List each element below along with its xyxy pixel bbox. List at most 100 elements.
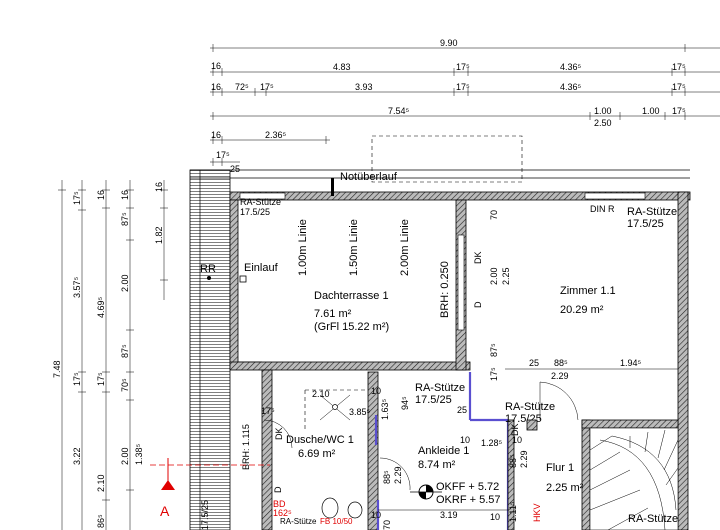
terrace-name: Dachterrasse 1	[314, 290, 389, 302]
door-swing-flur	[539, 381, 579, 421]
notueberlauf-label: Notüberlauf	[340, 171, 398, 183]
section-a-label: A	[160, 503, 170, 519]
partition-bath	[367, 371, 379, 530]
dim-b-163: 1.63⁵	[380, 398, 390, 420]
einlauf-label: Einlauf	[244, 262, 279, 274]
ra-stuetze-7-size: 17.5/25	[200, 500, 210, 530]
dim-top-3-3: 3.93	[355, 82, 373, 92]
dusche-name: Dusche/WC 1	[286, 434, 354, 446]
terrace-gross: (GrFl 15.22 m²)	[314, 321, 389, 333]
ra-stuetze-4-post	[526, 419, 538, 431]
dim-top-5-0: 16	[211, 130, 221, 140]
okrf-level: OKRF + 5.57	[436, 494, 501, 506]
dim-left-4-2: 2.00	[120, 274, 130, 292]
dim-z-875: 87⁵	[489, 343, 499, 357]
flur-name: Flur 1	[546, 462, 574, 474]
linie-200-label: 2.00m Linie	[399, 219, 411, 276]
ra-stuetze-3-size: 17.5/25	[415, 394, 452, 406]
dim-left-4-5: 2.00	[120, 447, 130, 465]
dim-left-4-0: 16	[120, 190, 130, 200]
dim-top-2-1: 4.83	[333, 62, 351, 72]
dim-left-3-4: 86⁵	[96, 514, 106, 528]
dim-left-2-0: 17⁵	[72, 191, 82, 205]
dim-z-175: 17⁵	[489, 367, 499, 381]
dim-left-3-0: 16	[96, 190, 106, 200]
okff-level: OKFF + 5.72	[436, 481, 499, 493]
dim-a-885: 88⁵	[508, 454, 518, 468]
linie-150-label: 1.50m Linie	[348, 219, 360, 276]
dim-a-319: 3.19	[440, 510, 458, 520]
ra-stuetze-5-label: RA-Stütze	[628, 513, 678, 525]
dim-a-25: 25	[457, 405, 467, 415]
dim-a-10e: 10	[490, 512, 500, 522]
ra-stuetze-2-label: RA-Stütze	[627, 206, 677, 218]
dim-left-5-0: 16	[154, 182, 164, 192]
staircase	[589, 427, 679, 530]
hkv-label: HKV	[532, 503, 542, 522]
fb-note: FB 10/50	[320, 517, 353, 526]
dim-a-229: 2.29	[519, 450, 529, 468]
dim-b-945: 94⁵	[400, 396, 410, 410]
dim-top-3-5: 4.36⁵	[560, 82, 582, 92]
dim-a-70b: 70	[382, 520, 392, 530]
rr-icon	[207, 276, 211, 280]
ankleide-area: 8.74 m²	[418, 459, 456, 471]
bd-label: BD	[273, 499, 286, 509]
dim-top-2-4: 17⁵	[672, 62, 686, 72]
drain-icon	[239, 275, 247, 283]
dim-top-4-3: 17⁵	[672, 106, 686, 116]
dim-left-2-3: 3.22	[72, 447, 82, 465]
dim-b-175: 17⁵	[261, 406, 275, 416]
dim-top-4-0: 7.54⁵	[388, 106, 410, 116]
linie-100-label: 1.00m Linie	[297, 219, 309, 276]
dim-top-3-4: 17⁵	[456, 82, 470, 92]
dim-top-2-3: 4.36⁵	[560, 62, 582, 72]
dk-label-2: DK	[274, 427, 284, 440]
dim-top-4-2: 1.00	[642, 106, 660, 116]
dim-left-4-4: 70⁵	[120, 378, 130, 392]
dim-left-3-1: 4.69⁵	[96, 296, 106, 318]
dim-total-height: 7.48	[52, 360, 62, 378]
dim-top-4-1: 1.00	[594, 106, 612, 116]
dim-top-2-0: 16	[211, 61, 221, 71]
door-swing-ankleide	[379, 457, 411, 491]
overflow-marker	[331, 178, 334, 196]
dim-left-4-3: 87⁵	[120, 344, 130, 358]
dim-left-3-2: 17⁵	[96, 372, 106, 386]
dim-b-10: 10	[371, 386, 381, 396]
terrace-area: 7.61 m²	[314, 308, 352, 320]
dim-a-10: 10	[460, 435, 470, 445]
roof-edge	[189, 169, 690, 530]
section-marker-a	[150, 458, 270, 490]
d-label-2: D	[273, 486, 283, 493]
dim-a-10c: 10	[512, 435, 522, 445]
dim-b-210: 2.10	[312, 389, 330, 399]
dusche-area: 6.69 m²	[298, 448, 336, 460]
left-dimension-chains: 7.48 17⁵ 3.57⁵ 17⁵ 3.22 16 4.69⁵ 17⁵ 2.1…	[52, 180, 168, 530]
dim-top-5-1: 2.36⁵	[265, 130, 287, 140]
ra-stuetze-1-label: RA-Stütze	[240, 197, 281, 207]
dk-label-3: DK	[510, 423, 520, 436]
dim-z-1945: 1.94⁵	[620, 358, 642, 368]
dim-b-385: 3.85⁵	[349, 407, 371, 417]
dim-left-2-1: 3.57⁵	[72, 276, 82, 298]
top-dimension-chains: 9.90 16 4.83 17⁵ 4.36⁵ 17⁵ 16 72⁵ 17⁵ 3.…	[210, 38, 720, 174]
flur-area: 2.25 m²	[546, 482, 584, 494]
zimmer-name: Zimmer 1.1	[560, 285, 616, 297]
dim-top-3-0: 16	[211, 82, 221, 92]
dim-z-225: 2.25	[501, 267, 511, 285]
dim-top-6-1: 25	[230, 164, 240, 174]
dim-a-111: 1.11⁵	[508, 501, 518, 522]
washbasin-icon	[347, 501, 363, 519]
dim-top-3-2: 17⁵	[260, 82, 274, 92]
dim-z-25: 25	[529, 358, 539, 368]
ra-stuetze-1-size: 17.5/25	[240, 207, 270, 217]
dim-total-width: 9.90	[440, 38, 458, 48]
ra-stuetze-2-size: 17.5/25	[627, 218, 664, 230]
dim-left-3-3: 2.10	[96, 474, 106, 492]
partition-flur	[507, 419, 515, 530]
dim-left-4-1: 87⁵	[120, 212, 130, 226]
dk-label-1: DK	[473, 251, 483, 264]
dim-z-200: 2.00	[489, 267, 499, 285]
dim-top-6-0: 17⁵	[216, 150, 230, 160]
